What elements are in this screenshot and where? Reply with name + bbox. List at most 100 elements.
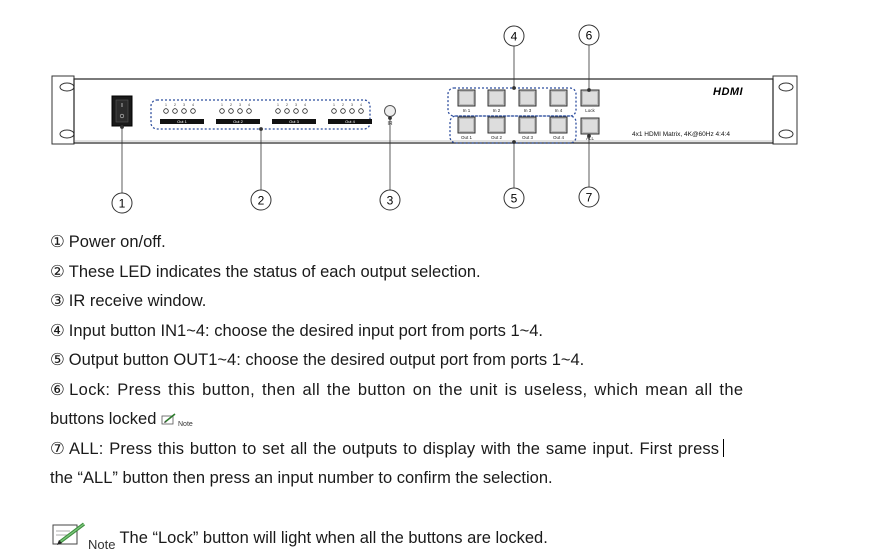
led-group-bar — [216, 119, 260, 124]
input-button-1[interactable]: In 1 — [457, 89, 476, 113]
led-group-label: Out 4 — [345, 119, 356, 124]
callout-2: 2 — [250, 189, 272, 211]
input-button-4[interactable]: In 4 — [549, 89, 568, 113]
description-6-continued: buttons locked Note — [50, 410, 193, 430]
input-button-3[interactable]: In 3 — [518, 89, 537, 113]
input-buttons: In 1 In 2 In 3 In 4 — [457, 89, 568, 113]
led-number: 3 — [295, 103, 297, 107]
led-group-bar — [272, 119, 316, 124]
led-indicator — [246, 108, 252, 114]
led-indicator — [302, 108, 308, 114]
led-group-label: Out 1 — [177, 119, 188, 124]
lock-button[interactable]: Lock — [580, 89, 600, 113]
led-number: 2 — [342, 103, 344, 107]
led-number: 4 — [192, 103, 194, 107]
power-switch[interactable] — [111, 95, 133, 127]
led-indicator — [181, 108, 187, 114]
svg-text:5: 5 — [511, 192, 518, 206]
button-label: Out 4 — [553, 135, 565, 140]
output-button-1[interactable]: Out 1 — [457, 116, 476, 140]
button-label: Out 1 — [461, 135, 473, 140]
led-indicator — [284, 108, 290, 114]
description-7-continued: the “ALL” button then press an input num… — [50, 469, 553, 487]
callout-4: 4 — [503, 25, 525, 47]
button-label: Out 3 — [522, 135, 534, 140]
led-number: 1 — [333, 103, 335, 107]
svg-text:7: 7 — [586, 191, 593, 205]
output-button-4[interactable]: Out 4 — [549, 116, 568, 140]
model-label: 4x1 HDMI Matrix, 4K@60Hz 4:4:4 — [632, 131, 730, 138]
led-indicator — [237, 108, 243, 114]
led-indicator — [340, 108, 346, 114]
note-pencil-icon — [161, 410, 177, 430]
button-top — [490, 119, 503, 131]
led-group-bar — [328, 119, 372, 124]
button-label: Out 2 — [491, 135, 503, 140]
hdmi-logo: HDMI — [713, 86, 744, 98]
led-group-label: Out 2 — [233, 119, 244, 124]
button-top — [460, 92, 473, 104]
callout-6: 6 — [578, 24, 600, 46]
led-indicator — [172, 108, 178, 114]
svg-text:1: 1 — [119, 197, 126, 211]
led-number: 1 — [221, 103, 223, 107]
text-cursor — [723, 439, 725, 457]
led-indicator — [331, 108, 337, 114]
callout-leaders — [120, 45, 591, 193]
input-button-2[interactable]: In 2 — [487, 89, 506, 113]
button-top — [490, 92, 503, 104]
note-icon — [50, 520, 88, 557]
small-note-label: Note — [178, 421, 193, 428]
right-rack-ear — [772, 75, 798, 145]
led-indicator — [275, 108, 281, 114]
button-top — [552, 92, 565, 104]
note-label: Note — [88, 536, 116, 552]
callout-1: 1 — [111, 192, 133, 214]
led-indicator — [219, 108, 225, 114]
led-group-label: Out 3 — [289, 119, 300, 124]
led-number: 1 — [165, 103, 167, 107]
svg-text:4: 4 — [511, 30, 518, 44]
led-indicator — [349, 108, 355, 114]
led-number: 1 — [277, 103, 279, 107]
output-button-3[interactable]: Out 3 — [518, 116, 537, 140]
note-text: The “Lock” button will light when all th… — [119, 528, 548, 547]
button-label: In 4 — [555, 108, 563, 113]
output-button-2[interactable]: Out 2 — [487, 116, 506, 140]
svg-text:2: 2 — [258, 194, 265, 208]
callout-5: 5 — [503, 187, 525, 209]
button-label: In 3 — [524, 108, 532, 113]
callout-7: 7 — [578, 186, 600, 208]
button-top — [552, 119, 565, 131]
led-number: 4 — [248, 103, 250, 107]
svg-text:6: 6 — [586, 29, 593, 43]
led-number: 3 — [183, 103, 185, 107]
led-number: 2 — [174, 103, 176, 107]
all-button[interactable]: ALL — [580, 117, 600, 141]
callout-3: 3 — [379, 189, 401, 211]
led-group-bar — [160, 119, 204, 124]
left-rack-ear — [51, 75, 75, 145]
output-buttons: Out 1 Out 2 Out 3 Out 4 — [457, 116, 568, 140]
lock-button-label: Lock — [585, 108, 595, 113]
led-number: 2 — [286, 103, 288, 107]
led-number: 2 — [230, 103, 232, 107]
button-top — [521, 92, 534, 104]
led-number: 4 — [360, 103, 362, 107]
svg-text:3: 3 — [387, 194, 394, 208]
button-top — [521, 119, 534, 131]
led-indicator — [293, 108, 299, 114]
